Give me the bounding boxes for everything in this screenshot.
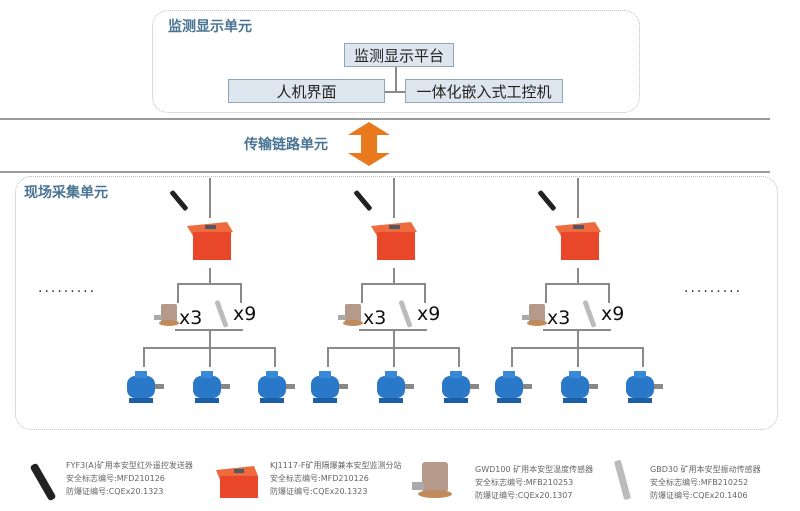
- vibration-sensor-count: x9: [601, 303, 625, 325]
- legend-safety: 安全标志编号:MFD210126: [66, 474, 165, 483]
- temperature-sensor-icon: [154, 304, 179, 326]
- legend-explosion: 防爆证编号:CQEx20.1323: [66, 487, 164, 496]
- monitoring-station-icon: [371, 222, 417, 260]
- motor-icon: [311, 371, 348, 403]
- legend-safety: 安全标志编号:MFD210126: [270, 474, 369, 483]
- connector: [424, 283, 426, 303]
- temperature-sensor-icon: [522, 304, 547, 326]
- ipc-box: 一体化嵌入式工控机: [405, 79, 563, 103]
- connector: [327, 347, 329, 367]
- legend-name: GWD100 矿用本安型温度传感器: [475, 465, 594, 474]
- hmi-box: 人机界面: [228, 79, 385, 103]
- connector: [393, 178, 395, 218]
- connector: [545, 283, 609, 285]
- motor-icon: [193, 371, 230, 403]
- field-unit-box: [15, 176, 778, 430]
- field-unit-title: 现场采集单元: [24, 185, 108, 201]
- remote-control-icon: [30, 463, 56, 501]
- monitor-unit-box: [152, 10, 640, 113]
- temperature-sensor-count: x3: [179, 307, 203, 329]
- connector: [458, 347, 460, 367]
- connector: [393, 347, 395, 367]
- temperature-sensor-icon: [338, 304, 363, 326]
- connector: [577, 178, 579, 218]
- motor-icon: [495, 371, 532, 403]
- vibration-sensor-icon: [398, 300, 413, 328]
- divider: [0, 118, 770, 120]
- connector: [577, 268, 579, 283]
- connector: [177, 283, 179, 303]
- connector: [577, 329, 579, 347]
- legend-explosion: 防爆证编号:CQEx20.1406: [650, 491, 748, 500]
- motor-icon: [561, 371, 598, 403]
- connector: [511, 347, 513, 367]
- motor-icon: [258, 371, 295, 403]
- motor-icon: [127, 371, 164, 403]
- vibration-sensor-count: x9: [417, 303, 441, 325]
- legend-name: GBD30 矿用本安型振动传感器: [650, 465, 761, 474]
- monitoring-station-icon: [216, 466, 258, 498]
- vibration-sensor-icon: [582, 300, 597, 328]
- motor-icon: [377, 371, 414, 403]
- monitor-unit-title: 监测显示单元: [168, 19, 252, 35]
- temperature-sensor-count: x3: [363, 307, 387, 329]
- connector: [385, 91, 405, 93]
- legend-name: KJ1117-F矿用隔爆兼本安型监测分站: [270, 461, 402, 470]
- connector: [393, 329, 395, 347]
- platform-box: 监测显示平台: [344, 43, 454, 67]
- bidirectional-arrow-icon: [348, 122, 390, 166]
- legend-explosion: 防爆证编号:CQEx20.1307: [475, 491, 573, 500]
- remote-control-icon: [170, 190, 188, 211]
- connector: [177, 283, 241, 285]
- connector: [143, 347, 145, 367]
- connector: [608, 283, 610, 303]
- legend-safety: 安全标志编号:MFB210252: [650, 478, 749, 487]
- divider: [0, 171, 770, 173]
- vibration-sensor-icon: [614, 460, 631, 500]
- vibration-sensor-icon: [214, 300, 229, 328]
- connector: [274, 347, 276, 367]
- legend-name: FYF3(A)矿用本安型红外遥控发送器: [66, 461, 193, 470]
- transmission-unit-title: 传输链路单元: [244, 137, 328, 153]
- vibration-sensor-count: x9: [233, 303, 257, 325]
- connector: [361, 283, 425, 285]
- temperature-sensor-count: x3: [547, 307, 571, 329]
- connector: [209, 347, 211, 367]
- legend-explosion: 防爆证编号:CQEx20.1323: [270, 487, 368, 496]
- connector: [209, 178, 211, 218]
- connector: [393, 268, 395, 283]
- connector: [209, 329, 211, 347]
- remote-control-icon: [538, 190, 556, 211]
- motor-icon: [442, 371, 479, 403]
- monitoring-station-icon: [187, 222, 233, 260]
- monitoring-station-icon: [555, 222, 601, 260]
- temperature-sensor-icon: [412, 462, 452, 498]
- connector: [395, 67, 397, 92]
- connector: [545, 283, 547, 303]
- connector: [642, 347, 644, 367]
- legend-safety: 安全标志编号:MFB210253: [475, 478, 574, 487]
- motor-icon: [626, 371, 663, 403]
- remote-control-icon: [354, 190, 372, 211]
- ellipsis-left: ·········: [38, 284, 97, 300]
- connector: [240, 283, 242, 303]
- ellipsis-right: ·········: [684, 284, 743, 300]
- connector: [361, 283, 363, 303]
- connector: [577, 347, 579, 367]
- connector: [209, 268, 211, 283]
